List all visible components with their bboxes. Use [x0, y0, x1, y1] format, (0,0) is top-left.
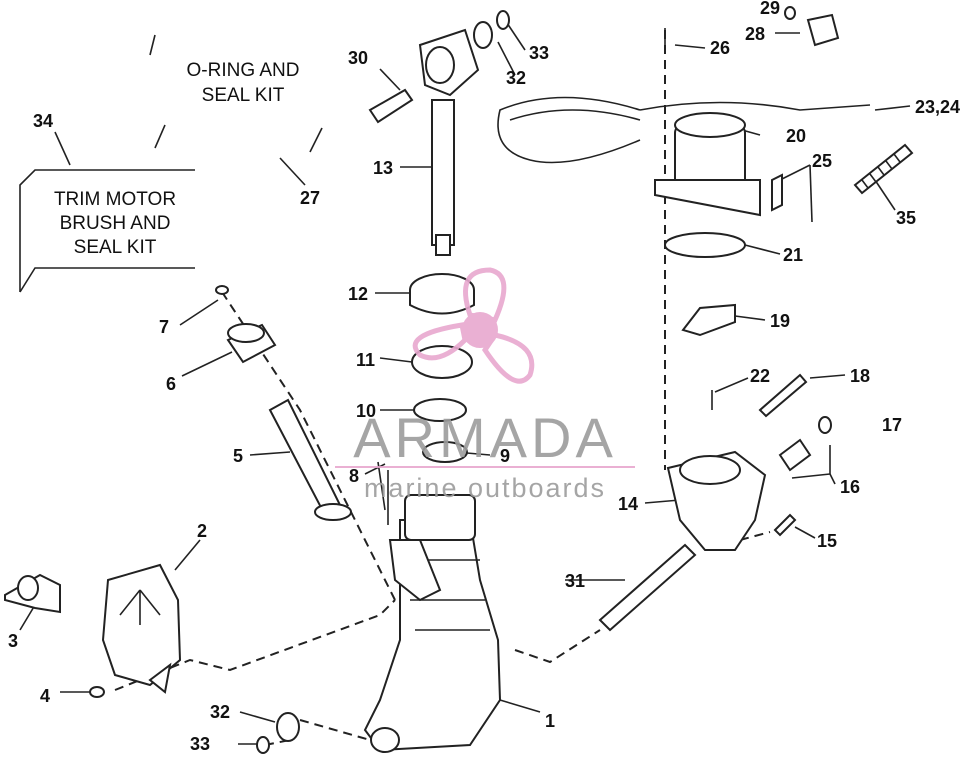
- callout-1: 1: [545, 711, 555, 731]
- callout-27: 27: [300, 188, 320, 208]
- part-16-fittings: [778, 416, 832, 472]
- callout-17: 17: [882, 415, 902, 435]
- part-5-shock-rod: [268, 398, 352, 521]
- callout-4: 4: [40, 686, 50, 706]
- callout-23-24: 23,24: [915, 97, 960, 117]
- callout-32-top: 32: [506, 68, 526, 88]
- part-2-bracket-cover: [101, 563, 182, 694]
- callout-7: 7: [159, 317, 169, 337]
- callout-6: 6: [166, 374, 176, 394]
- oring-kit-line-1: O-RING AND: [187, 60, 300, 81]
- part-25-clip: [771, 173, 783, 212]
- part-28-29-connector: [784, 6, 840, 47]
- part-6-bushing: [226, 323, 277, 364]
- callout-15: 15: [817, 531, 837, 551]
- callout-33-top: 33: [529, 43, 549, 63]
- callout-20: 20: [786, 126, 806, 146]
- part-18-screw: [758, 373, 808, 418]
- part-8-screws: [377, 461, 389, 525]
- callout-22: 22: [750, 366, 770, 386]
- callout-18: 18: [850, 366, 870, 386]
- callout-numbers: 1 2 3 4 5 6 7 8 9 10 11 12 13 14 15 16 1…: [8, 0, 960, 754]
- part-31-rod: [598, 543, 697, 632]
- callout-8: 8: [349, 466, 359, 486]
- leader-lines: [19, 19, 911, 745]
- part-30-pin: [368, 88, 414, 124]
- trim-motor-kit-label: TRIM MOTOR BRUSH AND SEAL KIT: [19, 169, 195, 293]
- callout-9: 9: [500, 446, 510, 466]
- trim-kit-line-2: BRUSH AND: [60, 213, 171, 234]
- part-32-33-washers-bottom: [256, 712, 300, 754]
- oring-seal-kit-label: O-RING AND SEAL KIT: [149, 34, 323, 153]
- oring-kit-line-2: SEAL KIT: [202, 85, 285, 106]
- callout-11: 11: [356, 350, 375, 370]
- part-21-oring: [664, 232, 746, 258]
- callout-32-bottom: 32: [210, 702, 230, 722]
- armada-watermark: ARMADA marine outboards: [335, 267, 635, 503]
- callout-5: 5: [233, 446, 243, 466]
- part-13-piston-rod: [431, 99, 455, 256]
- part-14-manifold: [666, 450, 767, 551]
- callout-21: 21: [783, 245, 803, 265]
- part-7-pin: [215, 285, 229, 295]
- callout-34: 34: [33, 111, 53, 131]
- trim-kit-line-3: SEAL KIT: [74, 237, 157, 258]
- part-20-motor: [654, 112, 761, 217]
- callout-28: 28: [745, 24, 765, 44]
- callout-26: 26: [710, 38, 730, 58]
- callout-2: 2: [197, 521, 207, 541]
- callout-33-bottom: 33: [190, 734, 210, 754]
- propeller-logo-icon: [412, 267, 535, 384]
- callout-30: 30: [348, 48, 368, 68]
- callout-13: 13: [373, 158, 393, 178]
- callout-10: 10: [356, 401, 376, 421]
- callout-14: 14: [618, 494, 638, 514]
- part-3-clip: [4, 573, 61, 614]
- watermark-tagline: marine outboards: [364, 473, 606, 503]
- callout-12: 12: [348, 284, 368, 304]
- watermark-brand: ARMADA: [353, 406, 617, 469]
- part-35-spring: [853, 143, 914, 195]
- callout-35: 35: [896, 208, 916, 228]
- part-9-10-11-12-seals: [409, 273, 475, 463]
- callout-19: 19: [770, 311, 790, 331]
- callout-3: 3: [8, 631, 18, 651]
- trim-kit-line-1: TRIM MOTOR: [54, 189, 176, 210]
- part-4-screw: [89, 686, 105, 698]
- part-1-tilt-cylinder: [363, 494, 502, 753]
- part-19-block: [681, 303, 736, 337]
- part-wire-harness: [497, 96, 871, 164]
- callout-31: 31: [565, 571, 585, 591]
- part-top-eye: [418, 28, 480, 97]
- part-32-33-washers-top: [473, 10, 510, 49]
- part-15-screw: [773, 513, 797, 537]
- callout-25: 25: [812, 151, 832, 171]
- callout-29: 29: [760, 0, 780, 18]
- callout-16: 16: [840, 477, 860, 497]
